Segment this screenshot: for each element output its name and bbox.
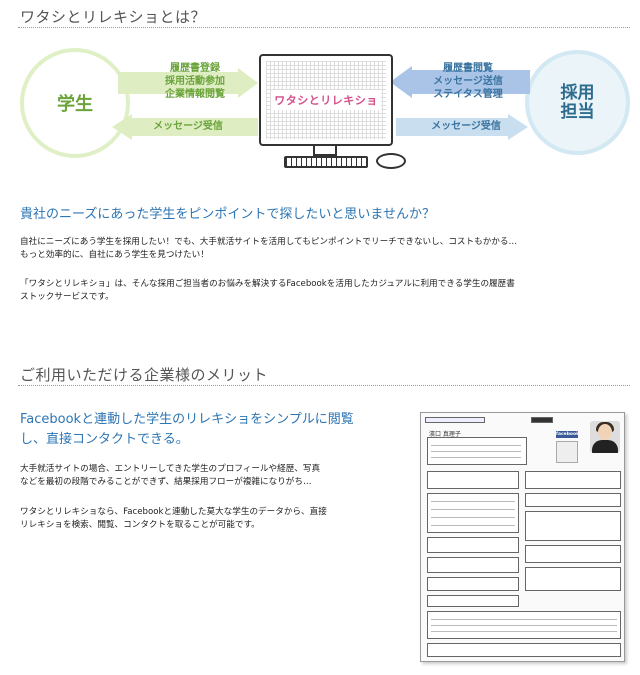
resume-section — [427, 595, 519, 607]
arrow-left-icon — [112, 114, 258, 140]
keyboard-icon — [284, 156, 368, 168]
merits-p1-line1: 大手就活サイトの場合、エントリーしてきた学生のプロフィールや経歴、写真 — [20, 464, 321, 474]
intro-p2-line1: 「ワタシとリレキショ」は、そんな採用ご担当者のお悩みを解決するFacebookを… — [20, 279, 515, 289]
intro-p1-line1: 自社にニーズにあう学生を採用したい！でも、大手就活サイトを活用してもピンポイント… — [20, 237, 518, 247]
section-title-about: ワタシとリレキショとは？ — [20, 8, 207, 26]
recruiter-circle: 採用 担当 — [525, 50, 630, 155]
service-logo: ワタシとリレキショ — [271, 90, 381, 110]
intro-paragraph-2: 「ワタシとリレキショ」は、そんな採用ご担当者のお悩みを解決するFacebookを… — [20, 278, 515, 304]
intro-p2-line2: ストックサービスです。 — [20, 292, 114, 302]
recruiter-action-3: ステイタス管理 — [433, 89, 503, 100]
resume-section — [525, 545, 621, 563]
resume-tab — [531, 417, 553, 423]
service-logo-text: ワタシとリレキショ — [274, 94, 378, 107]
student-circle: 学生 — [20, 48, 130, 158]
merits-heading-line2: し、直接コンタクトできる。 — [20, 432, 189, 447]
merits-heading-line1: Facebookと連動した学生のリレキショをシンプルに閲覧 — [20, 412, 354, 427]
facebook-badge: facebook — [556, 431, 580, 438]
recruiter-action-1: 履歴書閲覧 — [443, 63, 493, 74]
recruiter-label-line1: 採用 — [560, 82, 595, 103]
resume-section — [427, 557, 519, 573]
merits-p2-line1: ワタシとリレキショなら、Facebookと連動した莫大な学生のデータから、直接 — [20, 507, 327, 517]
section-divider — [18, 27, 630, 28]
resume-section — [427, 493, 519, 533]
resume-section — [525, 471, 621, 489]
intro-p1-line2: もっと効率的に、自社にあう学生を見つけたい！ — [20, 250, 209, 260]
monitor-screen: ワタシとリレキショ — [266, 61, 386, 139]
monitor-stand — [313, 146, 337, 156]
arrow-right-icon — [118, 68, 258, 98]
student-action-3: 企業情報閲覧 — [165, 89, 225, 100]
resume-name: 濱口 真理子 — [429, 431, 461, 438]
merits-p1-line2: などを最初の段階でみることができず、結果採用フローが複雑になりがち… — [20, 477, 312, 487]
arrow-left-icon — [390, 66, 530, 98]
person-photo — [590, 421, 620, 453]
section-divider — [18, 385, 630, 386]
student-receive-label: メッセージ受信 — [153, 121, 223, 132]
student-actions: 履歴書登録 採用活動参加 企業情報閲覧 — [140, 62, 250, 101]
resume-section — [427, 471, 519, 489]
recruiter-receive-label: メッセージ受信 — [431, 121, 501, 132]
arrow-right-icon — [396, 114, 528, 140]
student-label: 学生 — [57, 94, 93, 115]
merits-paragraph-2: ワタシとリレキショなら、Facebookと連動した莫大な学生のデータから、直接 … — [20, 506, 327, 532]
student-action-2: 採用活動参加 — [165, 76, 225, 87]
recruiter-action-2: メッセージ送信 — [433, 76, 503, 87]
resume-photo — [556, 441, 578, 463]
resume-section — [427, 643, 621, 657]
computer-monitor: ワタシとリレキショ — [259, 54, 393, 146]
merits-paragraph-1: 大手就活サイトの場合、エントリーしてきた学生のプロフィールや経歴、写真 などを最… — [20, 463, 320, 489]
resume-section — [427, 577, 519, 591]
intro-heading: 貴社のニーズにあった学生をピンポイントで探したいと思いませんか？ — [20, 207, 435, 222]
mouse-icon — [376, 153, 406, 169]
resume-section — [427, 537, 519, 553]
merits-p2-line2: リレキショを検索、閲覧、コンタクトを取ることが可能です。 — [20, 520, 260, 530]
resume-toolbar — [425, 417, 485, 423]
resume-section — [525, 567, 621, 591]
recruiter-label-line2: 担当 — [560, 101, 595, 122]
merits-heading: Facebookと連動した学生のリレキショをシンプルに閲覧 し、直接コンタクトで… — [20, 410, 354, 450]
student-action-1: 履歴書登録 — [170, 63, 220, 74]
resume-section — [525, 511, 621, 541]
section-title-merits: ご利用いただける企業様のメリット — [20, 366, 269, 384]
recruiter-actions: 履歴書閲覧 メッセージ送信 ステイタス管理 — [418, 62, 518, 101]
resume-section — [525, 493, 621, 507]
resume-screenshot: 濱口 真理子 facebook — [420, 412, 625, 662]
intro-paragraph-1: 自社にニーズにあう学生を採用したい！でも、大手就活サイトを活用してもピンポイント… — [20, 236, 517, 262]
